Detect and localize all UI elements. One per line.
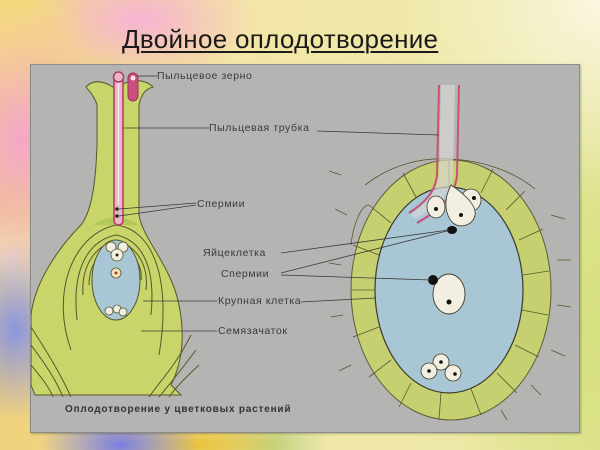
figure-panel: Пыльцевое зерно Пыльцевая трубка Спермии… bbox=[30, 64, 580, 433]
label-central-cell: Крупная клетка bbox=[218, 295, 302, 307]
leader-lines bbox=[118, 75, 450, 332]
label-egg-cell: Яйцеклетка bbox=[203, 247, 266, 259]
label-ovule: Семязачаток bbox=[218, 325, 288, 337]
ovule-section-drawing bbox=[328, 84, 572, 421]
diagram-illustration bbox=[31, 71, 572, 421]
label-pollen-tube: Пыльцевая трубка bbox=[209, 122, 310, 134]
label-sperms-right: Спермии bbox=[221, 268, 270, 280]
pistil-drawing bbox=[31, 71, 200, 398]
figure-caption: Оплодотворение у цветковых растений bbox=[65, 404, 292, 415]
label-pollen-grain: Пыльцевое зерно bbox=[157, 70, 253, 82]
slide-title: Двойное оплодотворение bbox=[122, 24, 439, 54]
label-sperms-left: Спермии bbox=[197, 198, 246, 210]
